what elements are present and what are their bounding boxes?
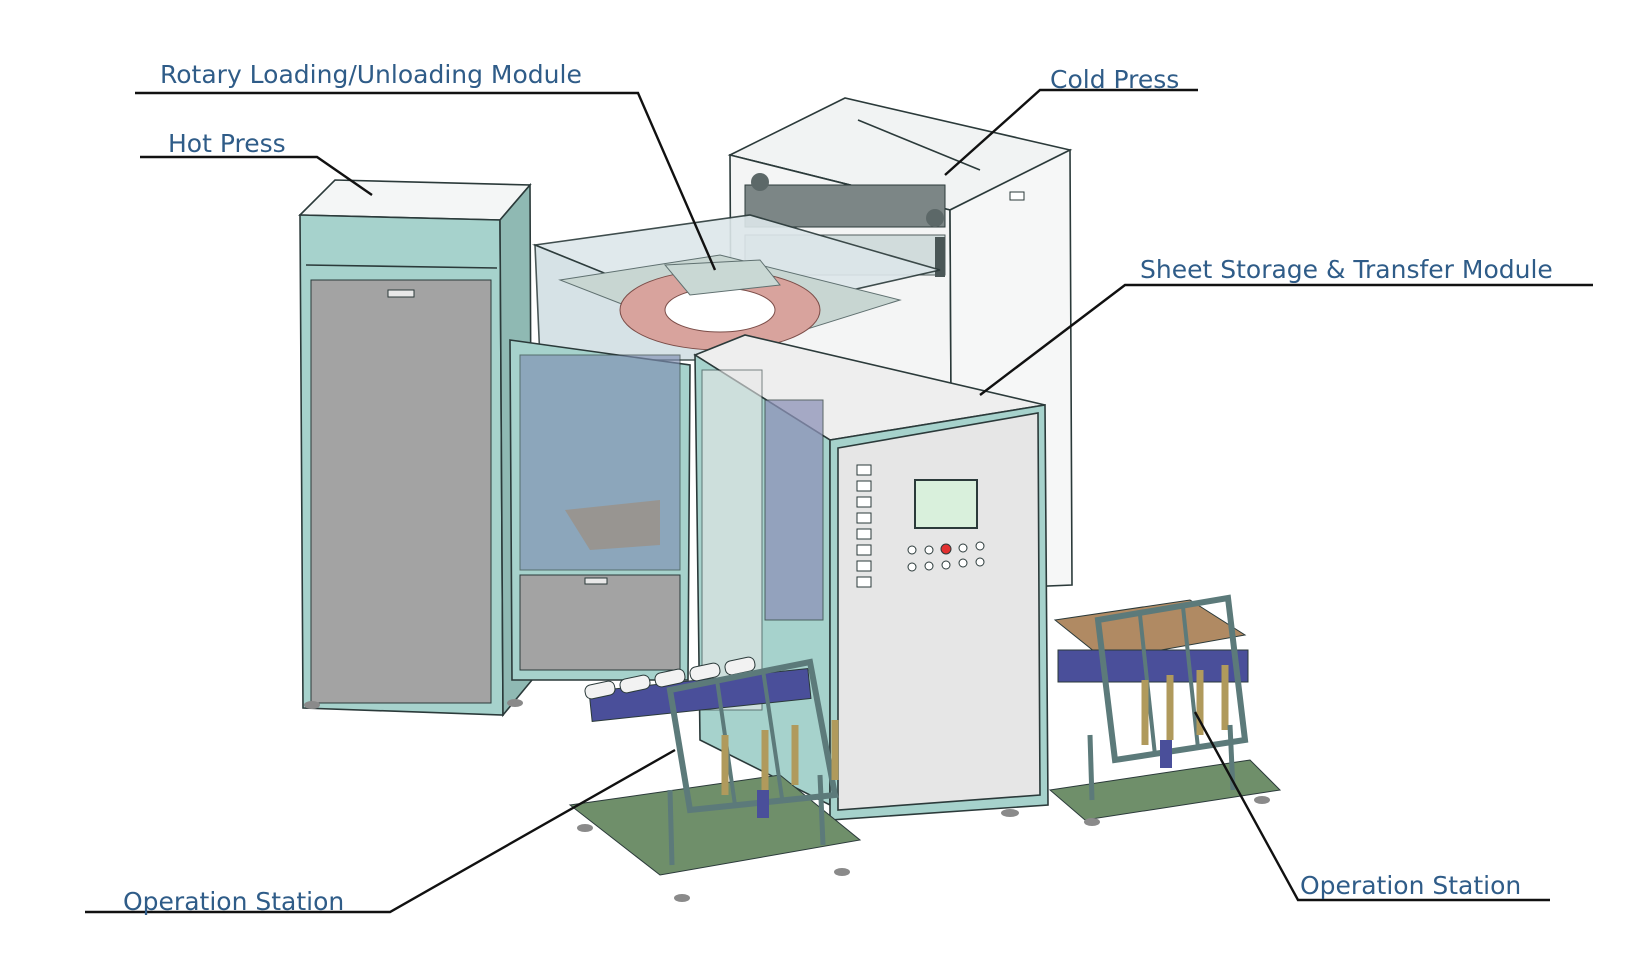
callout-leaders <box>85 88 1593 914</box>
label-cold-press: Cold Press <box>1050 65 1179 94</box>
leader-operation-station-left <box>85 748 676 914</box>
rotary-module <box>531 214 941 361</box>
label-hot-press: Hot Press <box>168 129 286 158</box>
operation-station-right <box>1048 594 1282 826</box>
label-operation-station-right: Operation Station <box>1300 871 1521 900</box>
leader-cold-press <box>944 88 1198 176</box>
label-operation-station-left: Operation Station <box>123 887 344 916</box>
operation-station-left <box>568 656 862 902</box>
leader-rotary-module <box>135 91 717 271</box>
label-sheet-storage: Sheet Storage & Transfer Module <box>1140 255 1553 284</box>
label-rotary-module: Rotary Loading/Unloading Module <box>160 60 582 89</box>
hot-press <box>298 179 533 718</box>
leader-sheet-storage <box>979 283 1593 396</box>
sheet-storage-module <box>693 334 1049 821</box>
leader-hot-press <box>140 155 373 196</box>
callout-labels: Rotary Loading/Unloading Module Hot Pres… <box>123 60 1553 916</box>
rotary-side-door <box>509 339 691 681</box>
leader-operation-station-right <box>1193 711 1550 902</box>
emergency-stop-button <box>940 543 952 555</box>
